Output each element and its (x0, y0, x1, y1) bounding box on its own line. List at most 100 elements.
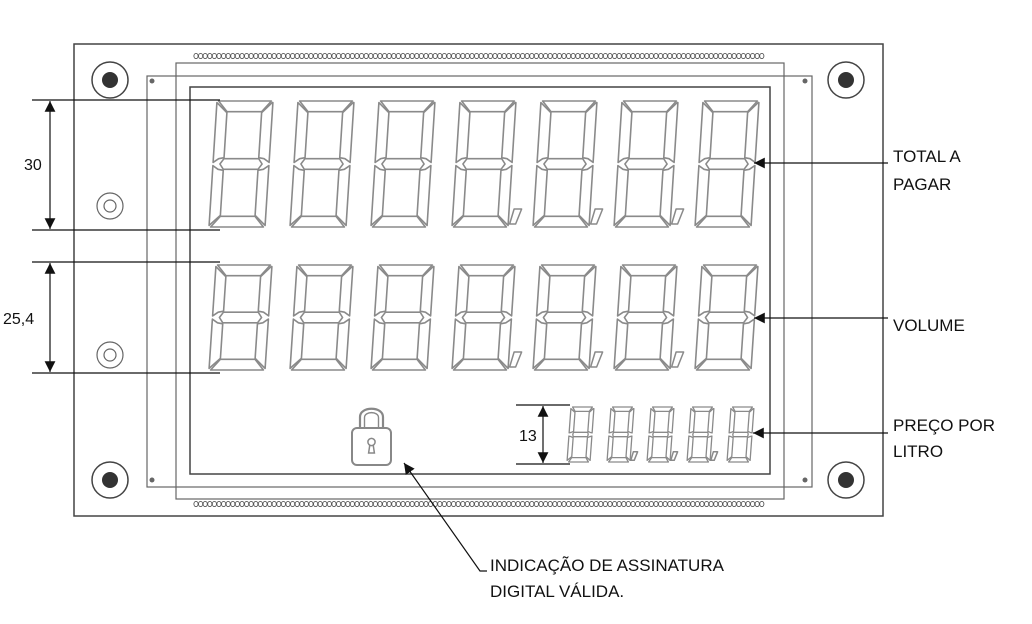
segment-f (535, 265, 551, 317)
connector-pin (257, 500, 263, 508)
display-frame (146, 75, 813, 488)
connector-pin (460, 52, 466, 60)
connector-pin (345, 52, 351, 60)
connector-pin (506, 500, 512, 508)
segment-d (533, 215, 589, 228)
segment-e (370, 318, 386, 370)
connector-pin (216, 52, 222, 60)
segment-g (381, 157, 425, 171)
connector-pin (699, 500, 705, 508)
connector-pin (533, 52, 539, 60)
connector-pin (483, 500, 489, 508)
connector-pin (455, 500, 461, 508)
connector-pin (607, 52, 613, 60)
segment-f (698, 101, 714, 164)
label-total-a-pagar-line1: TOTAL A (893, 147, 961, 166)
connector-pin (294, 500, 300, 508)
connector-pin (349, 52, 355, 60)
connector-pin (561, 500, 567, 508)
segment-g (542, 311, 587, 324)
connector-pin (234, 52, 240, 60)
connector-pin (382, 52, 388, 60)
connector-pin (303, 52, 309, 60)
connector-pin (198, 52, 204, 60)
small-hole-lower (96, 341, 124, 369)
connector-pin (372, 500, 378, 508)
connector-pin (690, 500, 696, 508)
decimal-comma (670, 208, 685, 225)
connector-pin (630, 52, 636, 60)
segment-g (705, 157, 749, 171)
connector-pin (455, 52, 461, 60)
connector-pin (635, 52, 641, 60)
segment-a (611, 406, 634, 413)
connector-pin (681, 52, 687, 60)
connector-pin (207, 500, 213, 508)
seven-segment-digit (370, 100, 436, 228)
segment-b (419, 101, 436, 164)
connector-pin (391, 500, 397, 508)
connector-pin (727, 52, 733, 60)
connector-pin (271, 500, 277, 508)
segment-g (543, 157, 587, 171)
segment-g (218, 311, 263, 324)
label-volume: VOLUME (893, 316, 965, 335)
connector-pin (584, 52, 590, 60)
connector-pin (704, 500, 710, 508)
connector-pin (474, 52, 480, 60)
frame-dot (149, 78, 155, 84)
connector-pin (630, 500, 636, 508)
segment-d (614, 215, 670, 228)
connector-pin (451, 500, 457, 508)
connector-pin (313, 500, 319, 508)
connector-pin (423, 500, 429, 508)
connector-pin (607, 500, 613, 508)
connector-pin (653, 52, 659, 60)
seven-segment-digit (726, 406, 755, 463)
segment-d (533, 358, 589, 371)
segment-c (335, 318, 351, 370)
segment-b (662, 265, 678, 317)
connector-pin (230, 500, 236, 508)
connector-pin (414, 500, 420, 508)
connector-pin (336, 500, 342, 508)
segment-c (625, 435, 633, 462)
segment-e (646, 435, 654, 462)
connector-pin (216, 500, 222, 508)
connector-pin (543, 500, 549, 508)
connector-pin (676, 52, 682, 60)
connector-pin (699, 52, 705, 60)
connector-pin (736, 52, 742, 60)
seven-segment-digit (613, 100, 679, 228)
connector-pin (759, 500, 765, 508)
segment-f (536, 101, 552, 164)
dimension-label-row1: 30 (24, 157, 42, 174)
connector-pin (193, 500, 199, 508)
connector-pin (575, 52, 581, 60)
connector-pin (299, 52, 305, 60)
connector-pin (262, 52, 268, 60)
segment-d (695, 358, 751, 371)
connector-pin (253, 52, 259, 60)
connector-pin (639, 52, 645, 60)
connector-pin (602, 500, 608, 508)
connector-pin (464, 52, 470, 60)
connector-pin (460, 500, 466, 508)
connector-pin (382, 500, 388, 508)
connector-pin (681, 500, 687, 508)
segment-e (613, 318, 629, 370)
segment-c (740, 318, 756, 370)
connector-pin (221, 500, 227, 508)
connector-pin (487, 52, 493, 60)
segment-c (740, 164, 756, 227)
connector-pin (639, 500, 645, 508)
connector-pin (313, 52, 319, 60)
connector-pin (658, 500, 664, 508)
connector-pin (547, 500, 553, 508)
segment-b (500, 101, 517, 164)
seven-segment-digit (606, 406, 635, 463)
segment-c (416, 164, 432, 227)
segment-f (373, 265, 389, 317)
connector-pin (543, 52, 549, 60)
seven-segment-digit (532, 100, 598, 228)
